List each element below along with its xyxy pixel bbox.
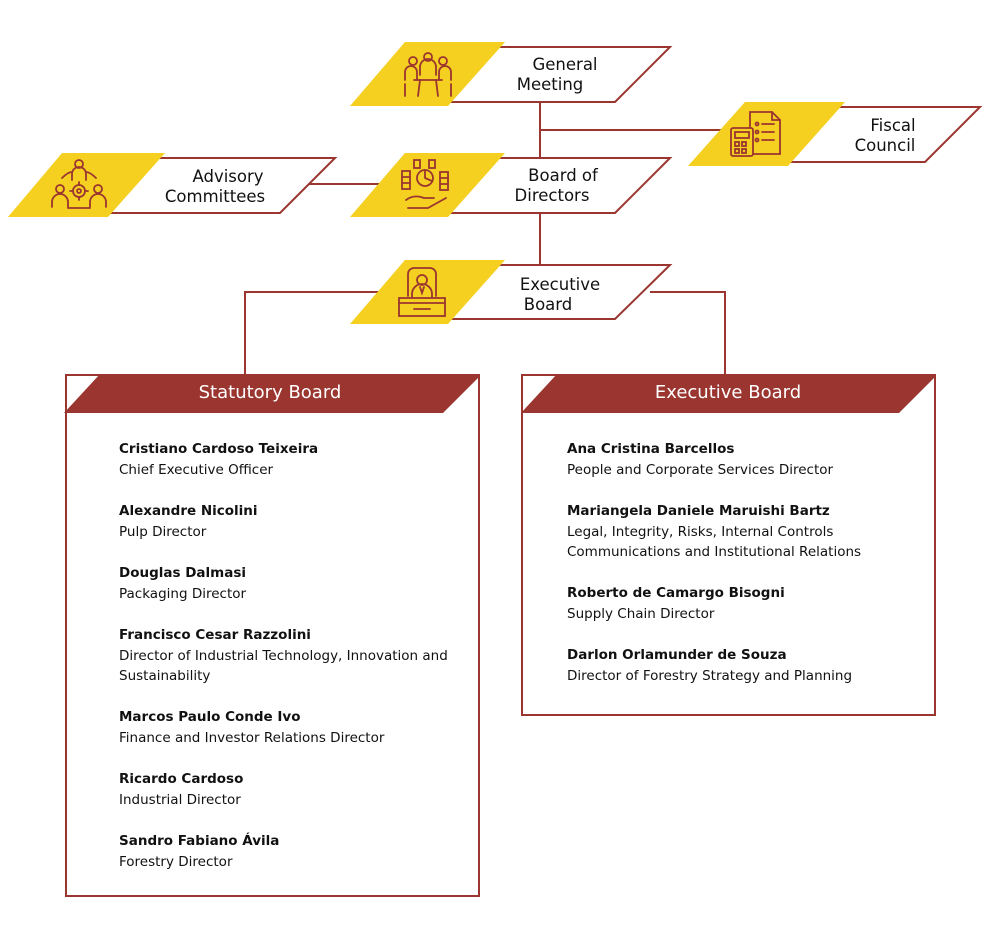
node-fiscal-council [688, 102, 983, 166]
meeting-icon [404, 52, 452, 97]
yellow-tab [8, 153, 165, 217]
member-entry: Darlon Orlamunder de Souza Director of F… [567, 645, 852, 686]
node-advisory-committees [8, 153, 338, 217]
member-name: Francisco Cesar Razzolini [119, 627, 311, 643]
label-line: Fiscal [870, 116, 916, 135]
member-role-continued: Communications and Institutional Relatio… [567, 544, 862, 560]
advisory-committees-label: Advisory Committees [150, 167, 280, 207]
connector-exec-statutory [244, 291, 385, 375]
member-role: Finance and Investor Relations Director [119, 729, 385, 746]
general-meeting-label: General Meeting [500, 55, 630, 95]
member-name: Ricardo Cardoso [119, 771, 244, 787]
member-entry: Douglas Dalmasi Packaging Director [119, 563, 246, 604]
label-line: Directors [514, 186, 590, 205]
member-name: Ana Cristina Barcellos [567, 441, 735, 457]
member-entry: Cristiano Cardoso Teixeira Chief Executi… [119, 439, 318, 480]
member-name: Marcos Paulo Conde Ivo [119, 709, 301, 725]
member-role: Director of Industrial Technology, Innov… [119, 647, 448, 664]
member-entry: Francisco Cesar Razzolini Director of In… [119, 625, 448, 687]
executive-board-label: Executive Board [490, 275, 620, 315]
member-role: Supply Chain Director [567, 605, 715, 622]
member-entry: Mariangela Daniele Maruishi Bartz Legal,… [567, 501, 861, 563]
node-board-of-directors [350, 153, 673, 217]
member-entry: Alexandre Nicolini Pulp Director [119, 501, 258, 542]
member-role: Forestry Director [119, 853, 233, 870]
statutory-board-title: Statutory Board [198, 382, 342, 403]
member-role: Chief Executive Officer [119, 461, 274, 478]
executive-board-panel-graphics [521, 374, 936, 716]
member-name: Roberto de Camargo Bisogni [567, 585, 785, 601]
executive-board-panel-title: Executive Board [654, 382, 802, 403]
label-line: Committees [164, 187, 266, 206]
member-name: Sandro Fabiano Ávila [119, 833, 280, 849]
member-name: Mariangela Daniele Maruishi Bartz [567, 503, 830, 519]
yellow-tab [350, 42, 505, 106]
statutory-board-panel-graphics [64, 374, 480, 897]
label-line: Meeting [516, 75, 584, 94]
connector-exec-panel [650, 291, 726, 375]
panel-frame [65, 374, 480, 897]
fiscal-council-label: Fiscal Council [830, 116, 940, 156]
label-line: Board [523, 295, 573, 314]
yellow-tab [688, 102, 845, 166]
team-gear-icon [51, 159, 107, 209]
yellow-tab [350, 260, 505, 324]
finance-hand-icon [401, 159, 449, 209]
member-name: Alexandre Nicolini [119, 503, 258, 519]
label-line: Advisory [192, 167, 264, 186]
panel-frame [521, 374, 936, 716]
node-general-meeting [350, 42, 673, 106]
label-line: Council [854, 136, 916, 155]
label-line: Executive [519, 275, 601, 294]
member-role: Packaging Director [119, 585, 247, 602]
member-role: Director of Forestry Strategy and Planni… [567, 667, 853, 684]
label-line: Board of [528, 166, 598, 185]
calculator-document-icon [730, 111, 781, 157]
member-role: Pulp Director [119, 523, 207, 540]
member-name: Douglas Dalmasi [119, 565, 247, 581]
member-role-continued: Sustainability [119, 668, 211, 684]
member-entry: Roberto de Camargo Bisogni Supply Chain … [567, 583, 785, 624]
board-of-directors-label: Board of Directors [490, 166, 620, 206]
panel-header [521, 374, 936, 413]
member-name: Darlon Orlamunder de Souza [567, 647, 787, 663]
label-line: General [532, 55, 598, 74]
panel-header [64, 374, 480, 413]
member-entry: Marcos Paulo Conde Ivo Finance and Inves… [119, 707, 384, 748]
connectors [244, 102, 740, 375]
member-entry: Ricardo Cardoso Industrial Director [119, 769, 243, 810]
member-role: Legal, Integrity, Risks, Internal Contro… [567, 523, 834, 540]
member-entry: Sandro Fabiano Ávila Forestry Director [119, 831, 279, 872]
executive-desk-icon [398, 267, 446, 317]
member-name: Cristiano Cardoso Teixeira [119, 441, 319, 457]
member-role: People and Corporate Services Director [567, 461, 834, 478]
member-entry: Ana Cristina Barcellos People and Corpor… [567, 439, 833, 480]
node-executive-board [350, 260, 673, 324]
member-role: Industrial Director [119, 791, 241, 808]
